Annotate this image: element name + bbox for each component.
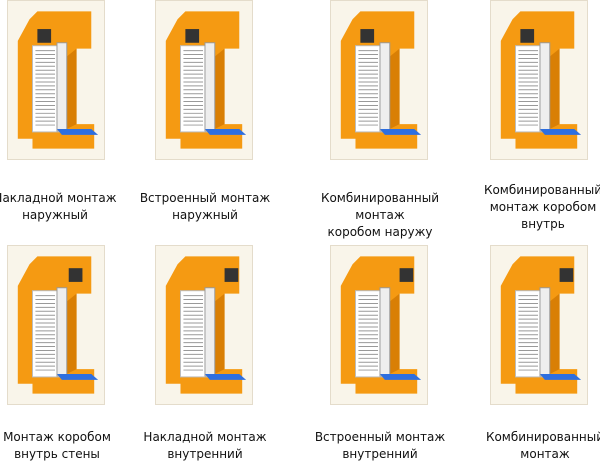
window-diagram xyxy=(340,11,422,149)
caption-line: внутренний xyxy=(167,447,243,461)
installation-image-1 xyxy=(7,0,105,160)
roller-box-icon xyxy=(559,268,574,282)
roller-box-icon xyxy=(224,268,239,282)
installation-image-2 xyxy=(155,0,253,160)
caption-line: Комбинированный монтаж xyxy=(320,191,440,222)
roller-box-icon xyxy=(399,268,414,282)
caption-line: коробом наружу xyxy=(327,225,433,239)
caption-line: Комбинированный xyxy=(485,430,600,444)
caption-line: монтаж xyxy=(520,447,570,461)
window-diagram xyxy=(340,256,422,394)
window-sill xyxy=(204,373,247,380)
caption-line: наружный xyxy=(22,208,88,222)
installation-caption: Накладной монтаж наружный xyxy=(0,190,130,224)
caption-line: наружный xyxy=(172,208,238,222)
caption-line: внутрь xyxy=(521,217,565,231)
installation-image-6 xyxy=(155,245,253,405)
caption-line: Монтаж коробом xyxy=(3,430,111,444)
caption-line: внутренний xyxy=(342,447,418,461)
roller-box-icon xyxy=(520,29,535,43)
window-sill xyxy=(379,373,422,380)
caption-line: Встроенный монтаж xyxy=(314,430,446,444)
caption-line: монтаж коробом xyxy=(489,200,597,214)
window-sill xyxy=(56,373,99,380)
caption-line: Накладной монтаж xyxy=(143,430,267,444)
window-diagram xyxy=(17,11,99,149)
window-diagram xyxy=(165,11,247,149)
caption-line: внутрь стены xyxy=(14,447,100,461)
installation-image-8 xyxy=(490,245,588,405)
installation-image-7 xyxy=(330,245,428,405)
window-diagram xyxy=(500,11,582,149)
roller-box-icon xyxy=(68,268,83,282)
window-diagram xyxy=(17,256,99,394)
installation-caption: Комбинированный монтаж коробом наружу xyxy=(305,190,455,241)
window-sill xyxy=(379,128,422,135)
roller-box-icon xyxy=(185,29,200,43)
roller-box-icon xyxy=(360,29,375,43)
installation-caption: Встроенный монтаж наружный xyxy=(130,190,280,224)
caption-line: Накладной монтаж xyxy=(0,191,117,205)
window-diagram xyxy=(500,256,582,394)
caption-line: Встроенный монтаж xyxy=(139,191,271,205)
window-sill xyxy=(204,128,247,135)
window-sill xyxy=(56,128,99,135)
installation-image-4 xyxy=(490,0,588,160)
window-sill xyxy=(539,128,582,135)
installation-image-5 xyxy=(7,245,105,405)
installation-image-3 xyxy=(330,0,428,160)
window-sill xyxy=(539,373,582,380)
caption-line: Комбинированный xyxy=(483,183,600,197)
window-diagram xyxy=(165,256,247,394)
installation-caption: Комбинированный монтаж коробом внутрь xyxy=(468,182,600,233)
roller-box-icon xyxy=(37,29,52,43)
